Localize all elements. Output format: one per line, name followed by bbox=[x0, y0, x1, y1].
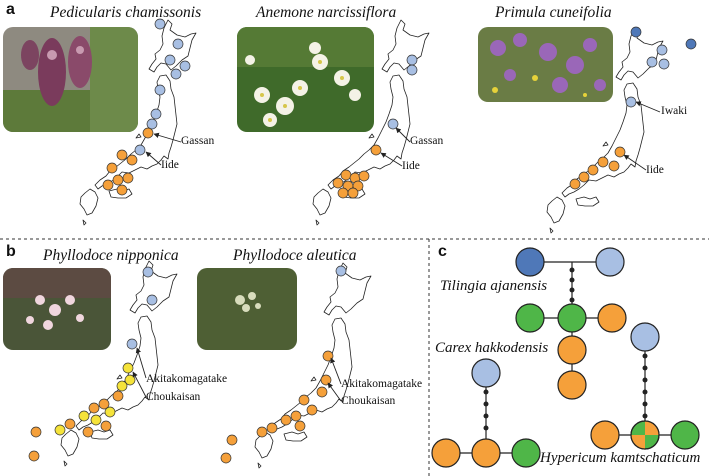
site-markers-map4 bbox=[28, 266, 158, 462]
species-title-anemone: Anemone narcissiflora bbox=[256, 4, 397, 21]
site-label-gassan: Gassan bbox=[410, 135, 444, 147]
haplotype-network-hypericum bbox=[590, 322, 700, 450]
haplotype-network-carex bbox=[431, 358, 541, 468]
network-label-hypericum: Hypericum kamtschaticum bbox=[540, 450, 701, 466]
site-label-iwaki: Iwaki bbox=[661, 105, 688, 117]
panel-label-a: a bbox=[6, 1, 15, 18]
photo-phyllodoce-aleutica bbox=[197, 268, 297, 350]
photo-anemone bbox=[237, 27, 374, 132]
site-markers-map3 bbox=[569, 26, 697, 190]
site-label-choukaisan: Choukaisan bbox=[341, 395, 396, 407]
site-label-iide: Iide bbox=[646, 164, 664, 176]
site-label-choukaisan: Choukaisan bbox=[146, 391, 201, 403]
photo-primula bbox=[478, 27, 613, 102]
site-markers-map1 bbox=[102, 18, 191, 196]
network-label-carex: Carex hakkodensis bbox=[435, 340, 549, 356]
panel-label-c: c bbox=[438, 243, 447, 260]
site-label-akitakomagatake: Akitakomagatake bbox=[341, 378, 423, 390]
photo-phyllodoce-nipponica bbox=[3, 268, 111, 350]
network-label-tilingia: Tilingia ajanensis bbox=[440, 278, 548, 294]
site-label-gassan: Gassan bbox=[181, 135, 215, 147]
site-label-iide: Iide bbox=[161, 159, 179, 171]
species-title-phyllodoce-aleutica: Phyllodoce aleutica bbox=[233, 247, 357, 264]
species-title-primula: Primula cuneifolia bbox=[495, 4, 612, 21]
site-markers-map5 bbox=[220, 265, 347, 464]
site-markers-map2 bbox=[332, 54, 418, 199]
species-title-pedicularis: Pedicularis chamissonis bbox=[50, 4, 202, 21]
site-label-iide: Iide bbox=[402, 160, 420, 172]
species-title-phyllodoce-nipponica: Phyllodoce nipponica bbox=[43, 247, 179, 264]
site-arrows bbox=[132, 101, 661, 402]
panel-label-b: b bbox=[6, 243, 16, 260]
photo-pedicularis bbox=[3, 27, 138, 132]
haplotype-network-tilingia bbox=[515, 247, 627, 400]
site-label-akitakomagatake: Akitakomagatake bbox=[146, 373, 228, 385]
